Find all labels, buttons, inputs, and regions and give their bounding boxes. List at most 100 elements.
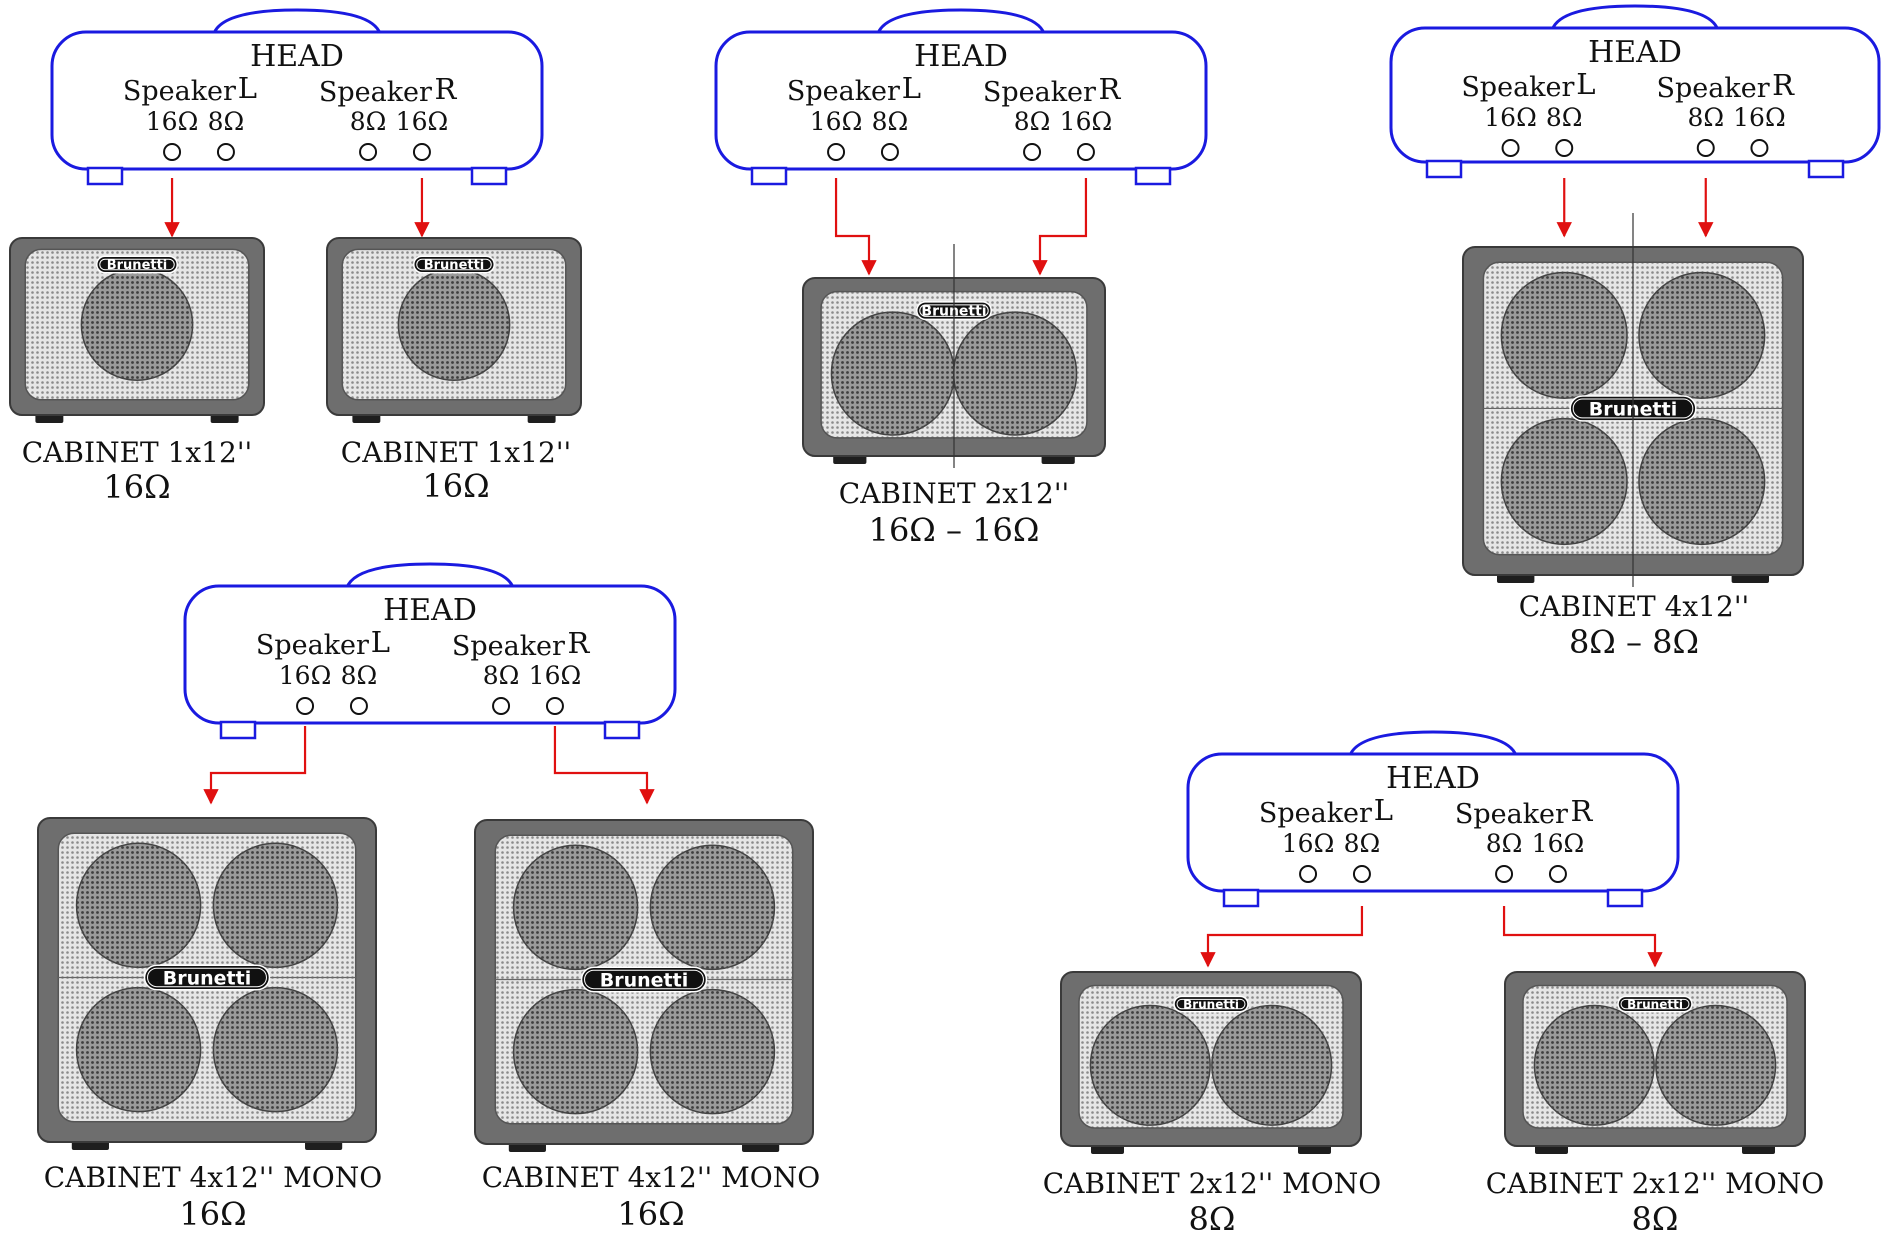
output-jack-icon — [1548, 865, 1567, 883]
jack-impedance-label: 16Ω — [1733, 103, 1786, 132]
head-title: HEAD — [1386, 761, 1480, 796]
jack-impedance-label: 16Ω — [529, 661, 582, 690]
speaker-left-label: Speaker — [123, 76, 236, 107]
speaker-cone-icon — [212, 986, 339, 1113]
cable-arrow — [1032, 178, 1088, 276]
speaker-cone-icon — [1500, 271, 1628, 399]
speaker-cone-icon — [1655, 1004, 1777, 1126]
head-handle — [1550, 4, 1720, 31]
brunetti-logo: Brunetti — [1173, 995, 1249, 1013]
speaker-left-label: Speaker — [1461, 72, 1574, 103]
head-handle — [1348, 730, 1518, 757]
logo-text: Brunetti — [424, 258, 485, 273]
output-jack-icon — [1495, 865, 1514, 883]
head-foot — [470, 166, 508, 186]
head-title: HEAD — [914, 39, 1008, 74]
speaker-right-letter: R — [1772, 68, 1795, 102]
speaker-cone-icon — [397, 268, 511, 381]
speaker-cone-icon — [952, 311, 1078, 436]
speaker-cone-icon — [1089, 1004, 1211, 1126]
speaker-cone-icon — [1638, 417, 1766, 546]
logo-badge — [413, 255, 495, 274]
speaker-right-label: Speaker — [1455, 799, 1568, 830]
speaker-left-label: Speaker — [1259, 798, 1372, 829]
jack-impedance-label: 8Ω — [1546, 103, 1583, 132]
logo-text: Brunetti — [163, 967, 251, 989]
logo-badge — [143, 964, 271, 991]
head-foot — [1606, 888, 1644, 908]
head-foot — [1807, 159, 1845, 179]
head-foot — [86, 166, 124, 186]
cabinet-impedance: 16Ω – 16Ω — [869, 511, 1040, 549]
speaker-cone-icon — [649, 988, 776, 1115]
speaker-cabinet: Brunetti — [326, 237, 582, 423]
logo-badge — [1173, 995, 1249, 1013]
head-title: HEAD — [250, 39, 344, 74]
jack-impedance-label: 16Ω — [396, 107, 449, 136]
jack-impedance-label: 8Ω — [1014, 107, 1051, 136]
head-body — [183, 584, 677, 725]
logo-text: Brunetti — [1183, 997, 1239, 1011]
head-body — [714, 30, 1208, 171]
output-jack-icon — [412, 143, 431, 161]
head-handle — [876, 8, 1046, 35]
speaker-right-letter: R — [1570, 794, 1593, 828]
speaker-cabinet: Brunetti — [1462, 213, 1804, 587]
speaker-left-label: Speaker — [256, 630, 369, 661]
head-foot — [1134, 166, 1172, 186]
speaker-right-label: Speaker — [319, 77, 432, 108]
head-foot — [1222, 888, 1260, 908]
logo-outline — [416, 258, 492, 271]
logo-outline — [99, 258, 175, 271]
jack-impedance-label: 16Ω — [810, 107, 863, 136]
jack-impedance-label: 16Ω — [146, 107, 199, 136]
cabinet-label: CABINET 4x12'' — [1519, 590, 1749, 623]
output-jack-icon — [349, 697, 368, 715]
output-jack-icon — [880, 143, 899, 161]
head-body — [50, 30, 544, 171]
speaker-cone-icon — [80, 268, 194, 381]
logo-text: Brunetti — [1627, 997, 1683, 1011]
speaker-right-label: Speaker — [983, 77, 1096, 108]
output-jack-icon — [1352, 865, 1371, 883]
output-jack-icon — [492, 697, 511, 715]
speaker-left-letter: L — [1576, 67, 1595, 101]
speaker-cabinet: Brunetti — [9, 237, 265, 423]
speaker-cone-icon — [212, 842, 339, 969]
speaker-right-label: Speaker — [452, 631, 565, 662]
logo-outline — [1620, 998, 1690, 1010]
speaker-right-letter: R — [567, 626, 590, 660]
speaker-right-label: Speaker — [1657, 73, 1770, 104]
cable-arrow — [553, 726, 655, 805]
brunetti-logo: Brunetti — [143, 964, 271, 991]
cabinet-label: CABINET 1x12'' — [341, 436, 571, 469]
cabinet-impedance: 16Ω — [179, 1195, 246, 1233]
output-jack-icon — [359, 143, 378, 161]
logo-outline — [584, 969, 704, 990]
cabinet-label: CABINET 2x12'' MONO — [1486, 1167, 1824, 1200]
output-jack-icon — [1750, 139, 1769, 157]
head-foot — [1425, 159, 1463, 179]
output-jack-icon — [1299, 865, 1318, 883]
speaker-cabinet: Brunetti — [802, 244, 1106, 468]
speaker-cone-icon — [1211, 1004, 1333, 1126]
speaker-cabinet: Brunetti — [37, 817, 377, 1150]
logo-outline — [1176, 998, 1246, 1010]
jack-impedance-label: 16Ω — [1060, 107, 1113, 136]
speaker-cone-icon — [1638, 271, 1766, 399]
speaker-left-letter: L — [1374, 793, 1393, 827]
jack-impedance-label: 16Ω — [279, 661, 332, 690]
jack-impedance-label: 8Ω — [1344, 829, 1381, 858]
output-jack-icon — [163, 143, 182, 161]
cabinet-impedance: 16Ω — [422, 467, 489, 505]
cabinet-label: CABINET 2x12'' MONO — [1043, 1167, 1381, 1200]
cabinet-label: CABINET 1x12'' — [22, 436, 252, 469]
cabinet-impedance: 8Ω — [1632, 1200, 1679, 1236]
head-body — [1186, 752, 1680, 893]
speaker-left-letter: L — [238, 71, 257, 105]
head-title: HEAD — [1588, 35, 1682, 70]
